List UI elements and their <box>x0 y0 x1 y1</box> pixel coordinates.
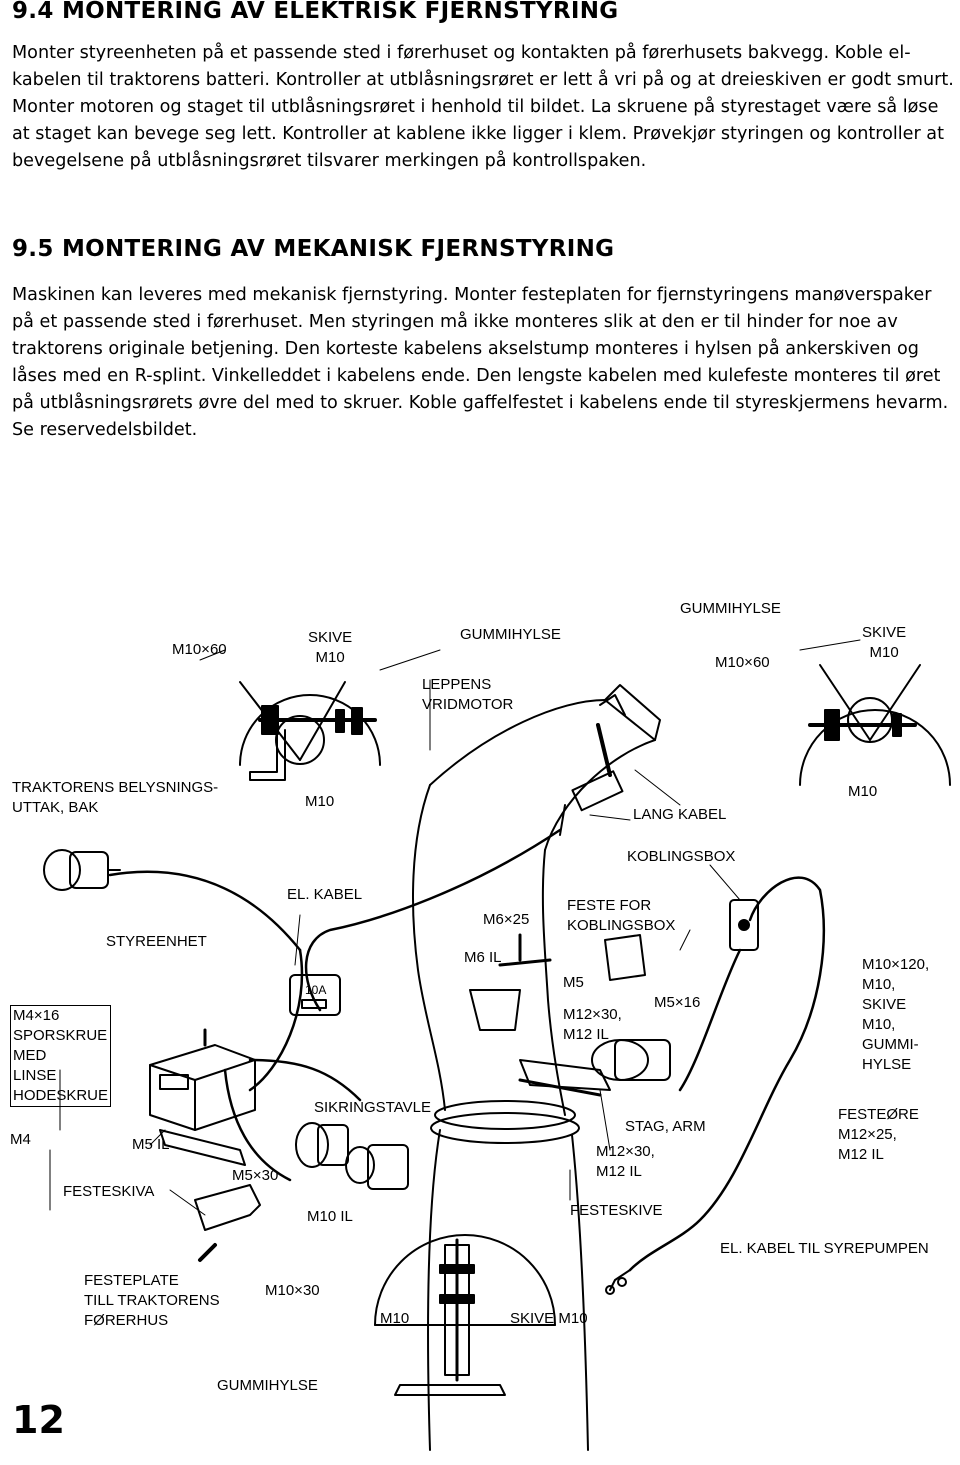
stag-arm <box>518 1039 671 1097</box>
label-festeore: FESTEØRE M12×25, M12 IL <box>838 1106 919 1163</box>
label-gummihylse-top: GUMMIHYLSE <box>460 626 561 643</box>
label-festeskiva-left: FESTESKIVA <box>63 1183 155 1200</box>
label-m12x30-b: M12×30, M12 IL <box>596 1143 655 1180</box>
label-lang-kabel: LANG KABEL <box>633 806 727 823</box>
section-9-4-body: Monter styreenheten på et passende sted … <box>12 43 954 171</box>
label-m5x16: M5×16 <box>654 994 701 1011</box>
diagram-drawing <box>43 639 951 1451</box>
vridmotor <box>559 694 626 836</box>
label-m6x25: M6×25 <box>483 911 530 928</box>
label-feste-for-koblingsbox: FESTE FOR KOBLINGSBOX <box>567 897 676 934</box>
label-styreenhet: STYREENHET <box>106 933 207 950</box>
bolt-detail-right <box>799 664 951 786</box>
label-m10x60-right: M10×60 <box>715 654 770 671</box>
label-m6-il: M6 IL <box>464 949 502 966</box>
cables <box>108 828 825 1272</box>
label-skive-m10-bottom: SKIVE M10 <box>510 1310 588 1327</box>
festeskiva-bracket <box>194 1184 261 1262</box>
label-m10-center: M10 <box>305 793 335 810</box>
label-skive-m10-right: SKIVE M10 <box>862 624 907 661</box>
label-m10x120: M10×120, M10, SKIVE M10, GUMMI- HYLSE <box>862 956 930 1073</box>
label-m12x30-a: M12×30, M12 IL <box>563 1006 622 1043</box>
label-sikringstavle: SIKRINGSTAVLE <box>314 1099 431 1116</box>
label-festeplate: FESTEPLATE TILL TRAKTORENS FØRERHUS <box>84 1272 220 1329</box>
label-m4x16: M4×16 SPORSKRUE MED LINSE HODESKRUE <box>10 1005 112 1107</box>
label-m4: M4 <box>10 1131 31 1148</box>
section-9-4-title: 9.4 MONTERING AV ELEKTRISK FJERNSTYRING <box>12 0 619 24</box>
label-el-kabel: EL. KABEL <box>287 886 363 903</box>
label-m5: M5 <box>563 974 584 991</box>
label-el-kabel-syrepumpen: EL. KABEL TIL SYREPUMPEN <box>720 1240 929 1257</box>
label-m10x30: M10×30 <box>265 1282 320 1299</box>
assembly-diagram: M10×60 SKIVE M10 GUMMIHYLSE LEPPENS VRID… <box>0 590 960 1465</box>
label-m10-il: M10 IL <box>307 1208 353 1225</box>
blower-spout <box>412 684 661 1451</box>
label-festeskive-right: FESTESKIVE <box>570 1202 663 1219</box>
fuse-holder <box>289 974 341 1016</box>
bolt-detail-bottom <box>374 1234 556 1396</box>
styreenhet-box <box>149 1028 256 1166</box>
label-m10-right: M10 <box>848 783 878 800</box>
label-skive-m10-left: SKIVE M10 <box>308 629 353 666</box>
label-koblingsbox: KOBLINGSBOX <box>627 848 736 865</box>
label-fuse-10a: 10A <box>305 983 327 997</box>
label-m5x30: M5×30 <box>232 1167 279 1184</box>
label-m10-bottom: M10 <box>380 1310 410 1327</box>
page-number: 12 <box>12 1398 65 1442</box>
section-9-5-body: Maskinen kan leveres med mekanisk fjerns… <box>12 285 949 440</box>
label-gummihylse-topright: GUMMIHYLSE <box>680 600 781 617</box>
leader-lines <box>49 639 861 1216</box>
label-traktorens-belysningsuttak: TRAKTORENS BELYSNINGS- UTTAK, BAK <box>12 779 219 816</box>
koblingsbox <box>729 899 759 951</box>
koblingsbox-bracket <box>498 933 646 981</box>
syrepumpen-cable-end <box>605 1269 631 1295</box>
label-m10x60-left: M10×60 <box>172 641 227 658</box>
label-leppens-vridmotor: LEPPENS VRIDMOTOR <box>422 676 514 713</box>
label-stag-arm: STAG, ARM <box>625 1118 706 1135</box>
label-m5-il: M5 IL <box>132 1136 170 1153</box>
trailer-plug <box>43 849 121 891</box>
connector-plug <box>295 1122 409 1190</box>
label-gummihylse-bottom: GUMMIHYLSE <box>217 1377 318 1394</box>
bolt-detail-left <box>239 681 381 781</box>
section-9-5-title: 9.5 MONTERING AV MEKANISK FJERNSTYRING <box>12 236 615 262</box>
